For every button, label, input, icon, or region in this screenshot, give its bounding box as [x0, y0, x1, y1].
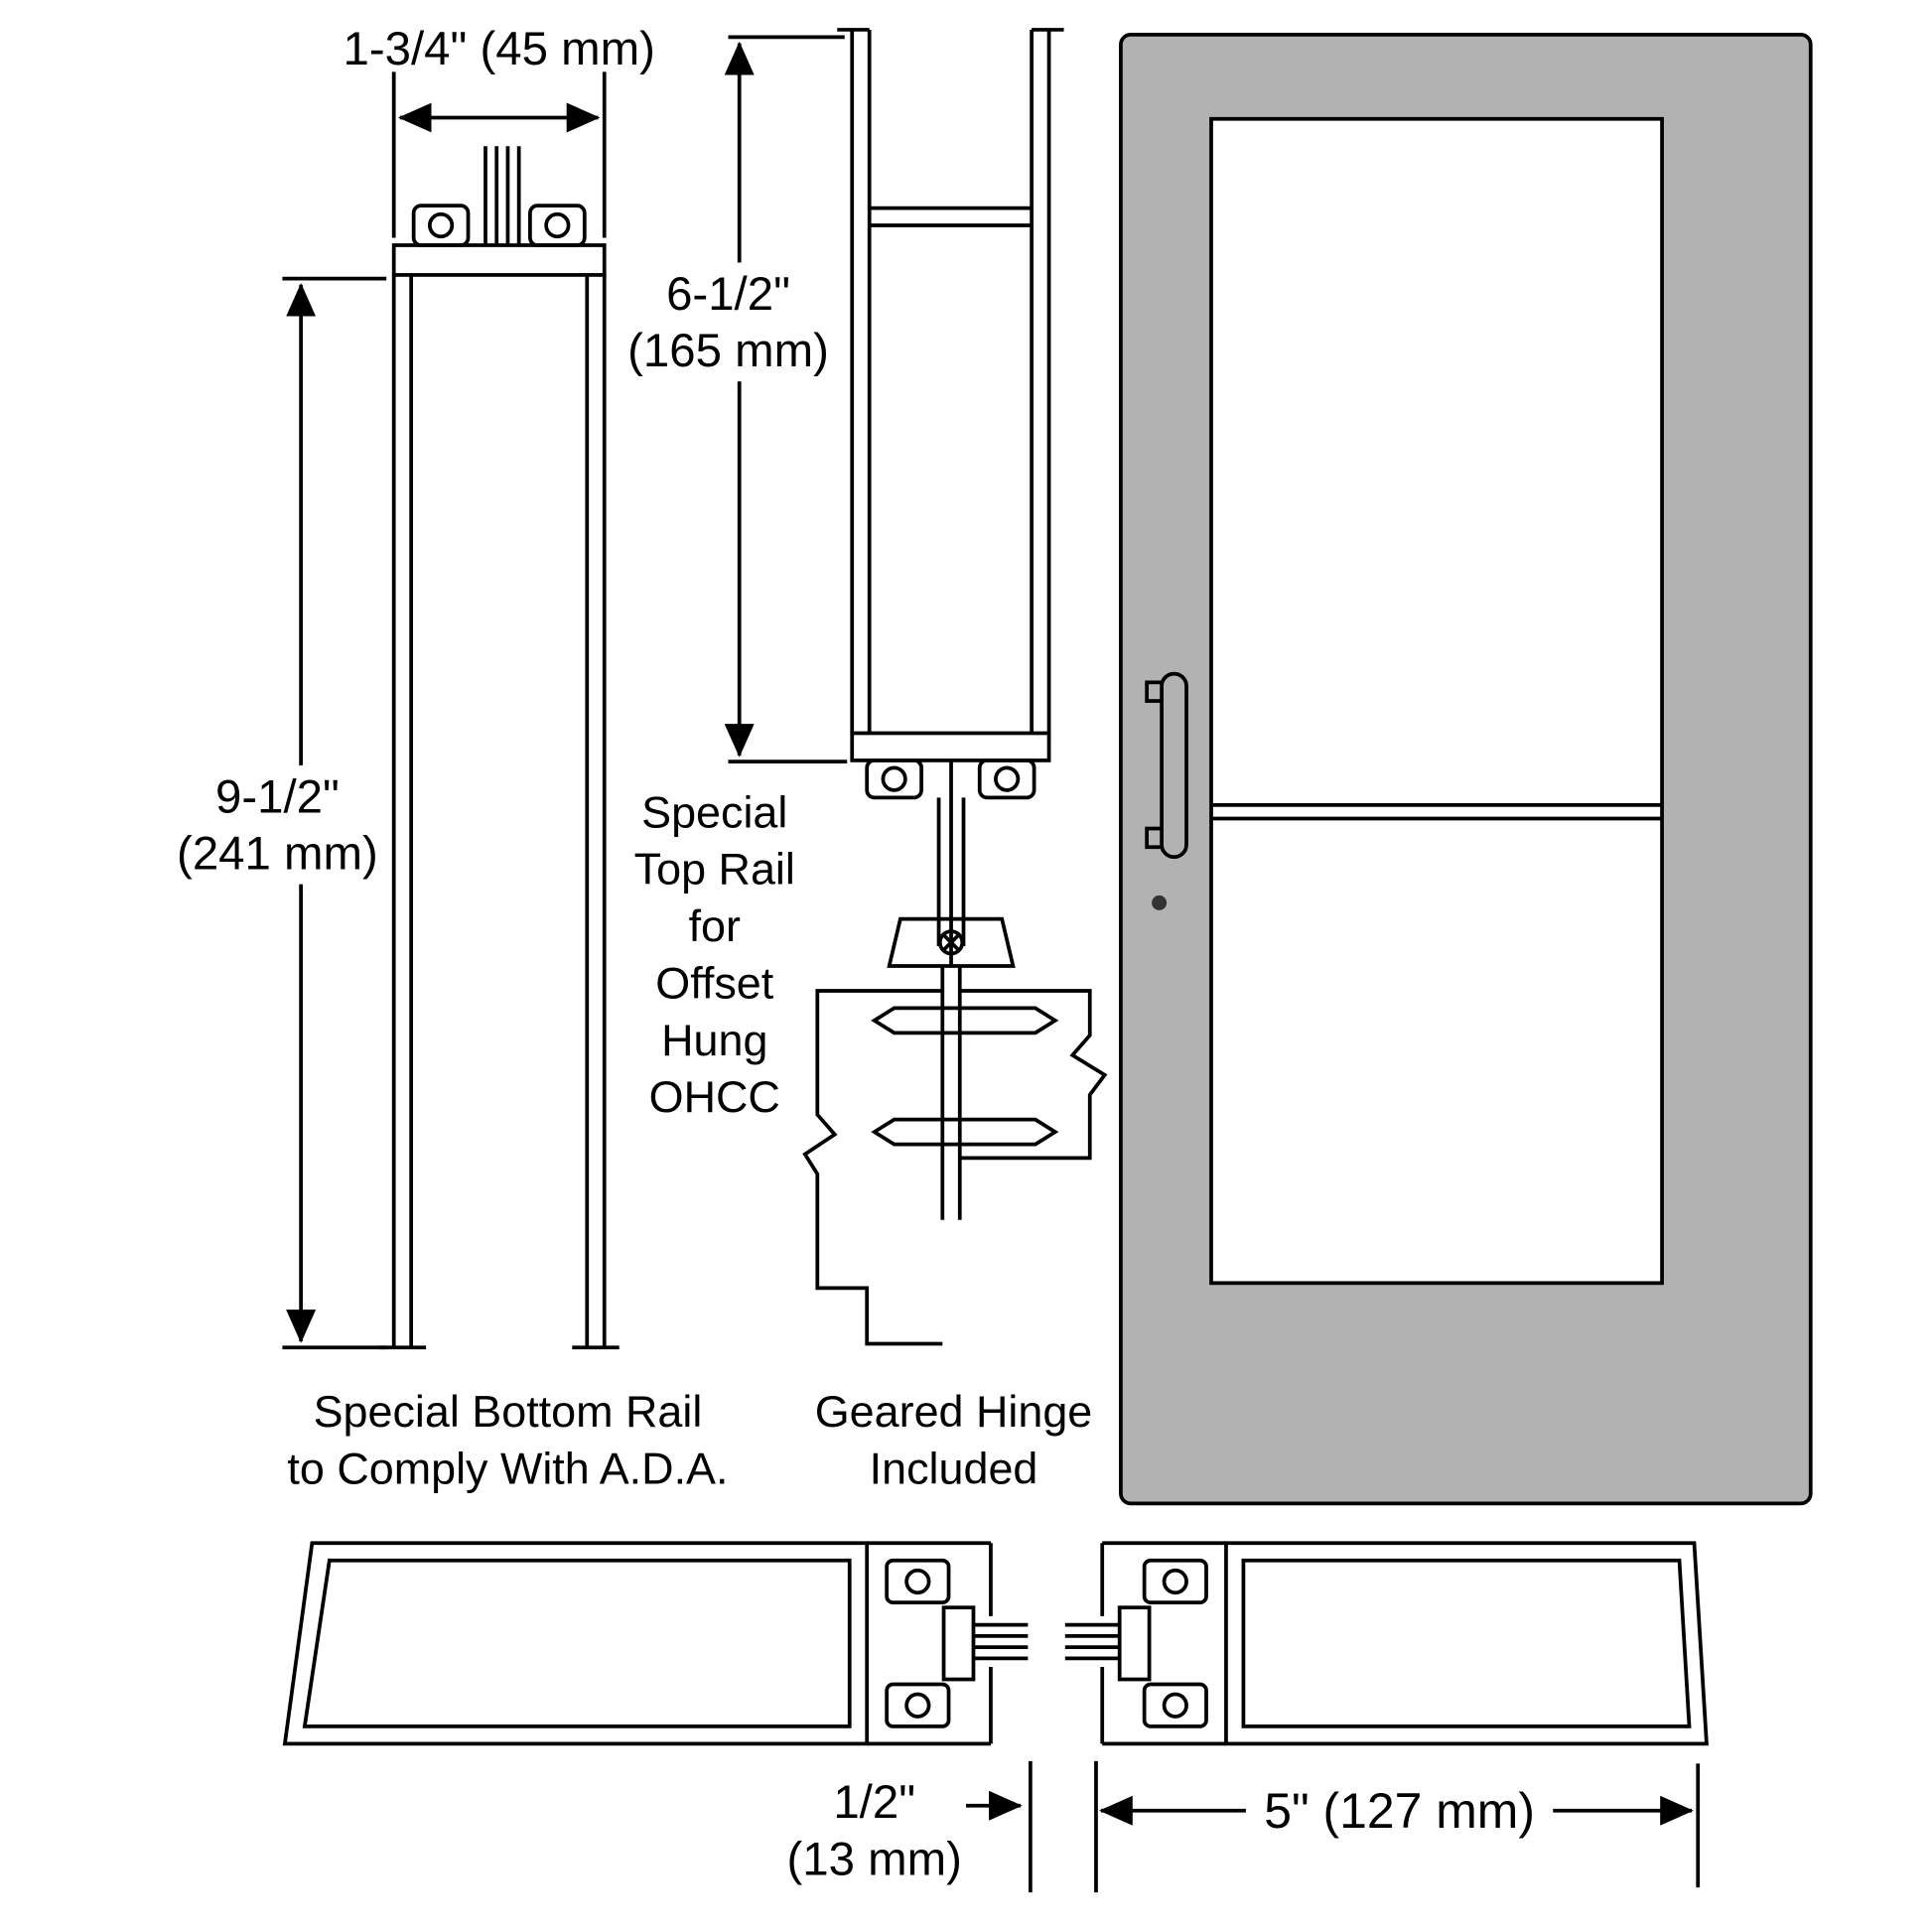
top-rail-height-metric-label: (165 mm): [627, 325, 829, 377]
right-panel-outer: [1224, 1541, 1709, 1746]
left-panel-inner: [302, 1558, 852, 1728]
hinge-caption-line1: Geared Hinge: [815, 1386, 1093, 1437]
stile-body: [1100, 1541, 1226, 1746]
stile-body: [867, 1541, 993, 1746]
right-panel-inner: [1241, 1558, 1692, 1728]
gap-ticks: [1028, 1760, 1098, 1893]
glazing-plate: [391, 243, 607, 277]
clamp-screw-bottom: [1162, 1692, 1188, 1719]
interior-web: [869, 206, 1033, 227]
hinge-bolt-bottom: [871, 1117, 1059, 1147]
clamp-screw-top: [904, 1568, 931, 1595]
hinge-pivot: [937, 929, 965, 956]
clamp-screw-left: [427, 211, 455, 239]
bottom-rail-section: 1-3/4" (45 mm) 9-1/2" (241 mm) Special B…: [171, 23, 728, 1494]
handle-grip: [1160, 671, 1188, 860]
right-stile-clamp: [1064, 1541, 1226, 1746]
glass-stub: [973, 1622, 1029, 1661]
gap-label: 1/2": [833, 1776, 915, 1829]
clamp-block-left: [411, 204, 471, 247]
top-rail-height-label: 6-1/2": [666, 268, 790, 321]
clamp-screw-left: [881, 765, 907, 792]
bottom-rail-labels: 1-3/4" (45 mm) 9-1/2" (241 mm) Special B…: [177, 23, 728, 1494]
hinge-caption-line2: Included: [870, 1443, 1038, 1493]
hinge-left-plate: [802, 989, 943, 1346]
top-rail-caption-line4: Offset: [655, 957, 773, 1008]
label-mask: [621, 262, 835, 382]
top-rail-profile: [837, 28, 1064, 966]
extension-ticks: [728, 35, 848, 764]
bottom-rail-width-label: 1-3/4" (45 mm): [344, 23, 655, 75]
clamp-block-right: [977, 759, 1036, 800]
clamp-unit-top: [1142, 1558, 1208, 1605]
top-rail-labels: 6-1/2" (165 mm) Special Top Rail for Off…: [627, 268, 829, 1122]
label-mask: [1245, 1778, 1554, 1844]
bottom-rail-height-dimension: [171, 276, 387, 1350]
clamp-block-left: [865, 759, 923, 800]
rail-walls: [391, 274, 607, 1348]
hinge-right-plate: [959, 989, 1108, 1161]
left-stile-clamp: [867, 1541, 1029, 1746]
top-rail-caption-line3: for: [689, 900, 741, 951]
glass-stub: [1064, 1622, 1120, 1661]
label-mask: [171, 764, 384, 885]
stile-width-dimension: [1099, 1763, 1701, 1888]
extension-ticks: [282, 276, 387, 1350]
clamp-block-right: [528, 204, 587, 247]
bottom-rail-caption-line1: Special Bottom Rail: [314, 1386, 703, 1437]
top-rail-caption-line1: Special: [641, 786, 787, 837]
rail-walls: [850, 29, 1051, 734]
glass-channel: [1117, 1605, 1152, 1682]
top-rail-caption-line6: OHCC: [649, 1071, 780, 1122]
cylinder-dot: [1152, 895, 1168, 910]
bottom-rail-profile: [378, 146, 620, 1350]
geared-hinge-section: Geared Hinge Included: [802, 916, 1108, 1493]
top-rail-caption-line2: Top Rail: [634, 844, 795, 895]
clamp-screw-right: [994, 765, 1021, 792]
glass-stub: [483, 146, 521, 245]
bottom-rail-height-label: 9-1/2": [215, 770, 340, 823]
hinge-bolt-top: [871, 1006, 1059, 1035]
hinge-pivot-cross: [940, 932, 962, 953]
clamp-unit-top: [885, 1558, 951, 1605]
top-rail-height-dimension: [621, 35, 848, 764]
door-glass: [1209, 116, 1664, 1286]
bottom-rail-height-metric-label: (241 mm): [177, 828, 378, 881]
hinge-labels: Geared Hinge Included: [815, 1386, 1093, 1493]
bottom-cross-sections: 1/2" (13 mm) 5" (127 mm): [282, 1541, 1709, 1893]
door-elevation: [1119, 33, 1813, 1506]
stile-width-label: 5" (127 mm): [1264, 1783, 1535, 1839]
extension-lines: [391, 71, 607, 238]
glass-channel: [941, 1605, 976, 1682]
bottom-rail-width-dimension: [391, 71, 607, 238]
gap-dimension: [966, 1760, 1098, 1893]
clamp-screw-bottom: [904, 1692, 931, 1719]
clamp-screw-right: [544, 211, 571, 239]
bottom-dimension-labels: 1/2" (13 mm) 5" (127 mm): [786, 1776, 1534, 1885]
clamp-unit-bottom: [1142, 1682, 1208, 1728]
door-midrail: [1210, 802, 1663, 821]
top-rail-section: 6-1/2" (165 mm) Special Top Rail for Off…: [621, 28, 1064, 1122]
door-pull-handle: [1145, 671, 1188, 860]
hinge-knuckle: [887, 916, 1016, 968]
clamp-unit-bottom: [885, 1682, 951, 1728]
top-rail-caption-line5: Hung: [661, 1015, 767, 1065]
gap-metric-label: (13 mm): [786, 1834, 961, 1886]
bottom-rail-caption-line2: to Comply With A.D.A.: [287, 1443, 728, 1493]
clamp-screw-top: [1162, 1568, 1188, 1595]
